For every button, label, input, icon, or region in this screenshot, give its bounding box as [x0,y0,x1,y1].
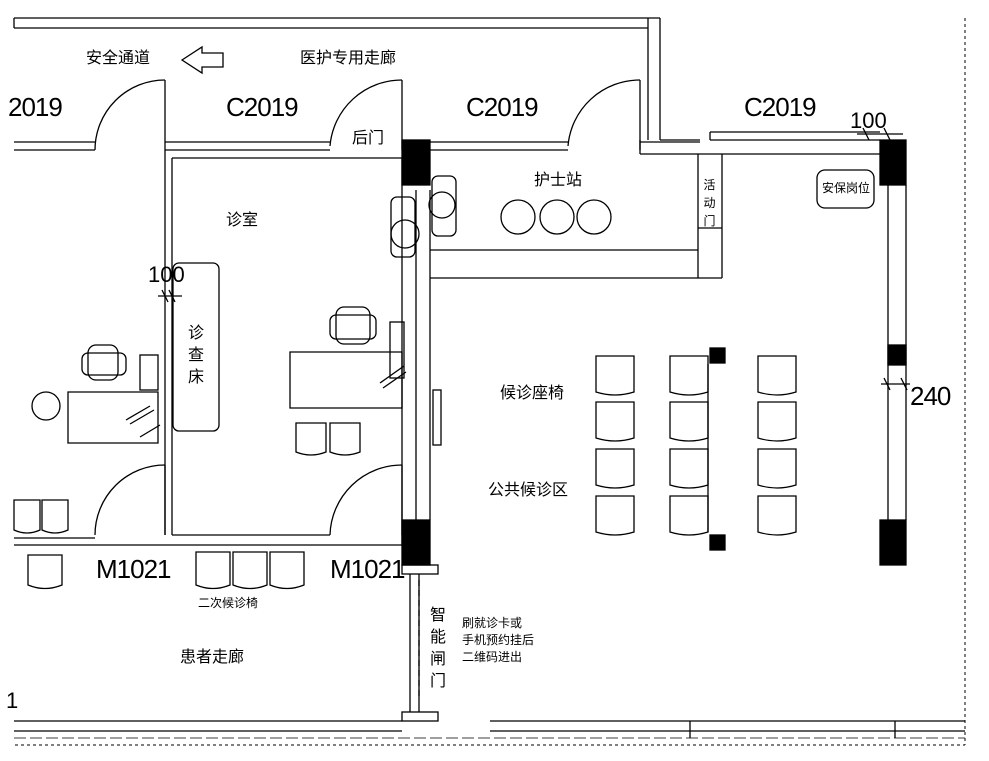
movable-door-label: 活动门 [703,178,716,228]
safety-passage-label: 安全通道 [86,48,151,67]
public-waiting-area-label: 公共候诊区 [488,480,569,499]
window-code-4: C2019 [744,92,817,122]
window-code-3: C2019 [466,92,539,122]
door-code-1: M1021 [96,554,171,584]
exam-bed-label: 诊查床 [188,323,205,386]
gate-note-line-1: 刷就诊卡或 [462,616,523,630]
dimension-240: 240 [910,381,951,411]
door-code-2: M1021 [330,554,405,584]
waiting-chairs-label: 候诊座椅 [500,383,565,402]
security-post-label: 安保岗位 [822,181,871,195]
consult-room-label: 诊室 [226,210,259,229]
secondary-waiting-chairs-label: 二次候诊椅 [198,596,259,610]
dimension-100-top: 100 [850,108,887,133]
edge-mark: 1 [6,688,19,713]
back-door-label: 后门 [352,128,385,147]
window-code-2: C2019 [226,92,299,122]
smart-gate-label: 智能闸门 [430,605,447,690]
gate-note-line-3: 二维码进出 [462,650,523,664]
gate-note-line-2: 手机预约挂后 [462,633,535,647]
staff-corridor-label: 医护专用走廊 [300,48,397,67]
nurse-station-label: 护士站 [534,170,583,189]
patient-corridor-label: 患者走廊 [180,647,245,666]
dimension-100-left: 100 [148,262,185,287]
window-code-1: 2019 [8,92,63,122]
